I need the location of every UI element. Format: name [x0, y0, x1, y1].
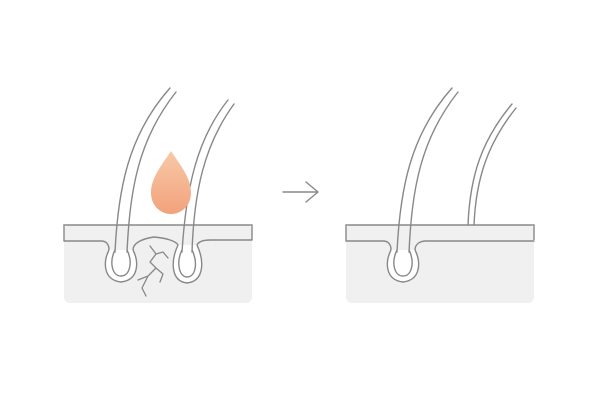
hair-bulb-left: [111, 249, 131, 277]
skin-surface-line-after: [345, 240, 535, 251]
hair-shaft-new-after: [467, 103, 517, 226]
hair-shaft-left: [114, 87, 177, 253]
hair-shaft-main-after: [396, 87, 459, 253]
skin-top-edge-before: [63, 224, 253, 241]
skin-block-before: [64, 225, 252, 303]
oil-droplet-icon: [151, 151, 191, 214]
hair-shaft-right: [181, 99, 235, 253]
hair-bulb-after: [393, 249, 413, 277]
arrow-right-icon: [282, 181, 319, 203]
panel-after: [345, 87, 535, 303]
skin-block-after: [346, 225, 534, 303]
skin-top-edge-after: [345, 224, 535, 241]
panel-before: [63, 87, 253, 303]
skin-cracks: [137, 245, 169, 297]
skin-surface-line-before: [63, 236, 253, 251]
hair-bulb-right: [178, 249, 197, 278]
